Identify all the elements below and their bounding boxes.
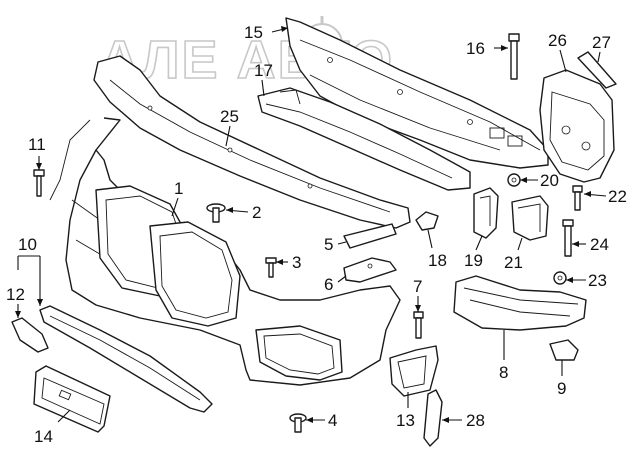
fasteners [33, 33, 583, 433]
part-24-bolt [562, 219, 574, 257]
callout-22: 22 [608, 187, 627, 206]
callout-13: 13 [396, 411, 415, 430]
part-23-nut [553, 271, 567, 285]
callout-16: 16 [466, 39, 485, 58]
part-4-screw [289, 413, 307, 433]
part-6-bracket [343, 257, 397, 283]
part-15-upper-carrier [285, 17, 549, 169]
callout-17: 17 [254, 61, 273, 80]
callout-12: 12 [6, 285, 25, 304]
part-7-bolt [413, 311, 424, 339]
part-14-plate-bracket [33, 365, 111, 433]
part-2-screw [206, 203, 226, 223]
callout-9: 9 [557, 379, 566, 398]
bumper-cover [49, 117, 401, 386]
part-9-bracket [549, 339, 579, 361]
callouts: 1 2 3 4 5 6 7 8 9 10 11 12 13 14 15 16 1… [6, 23, 627, 446]
callout-6: 6 [324, 275, 333, 294]
callout-7: 7 [413, 277, 422, 296]
callout-11: 11 [28, 135, 46, 154]
callout-27: 27 [592, 33, 611, 52]
part-13-bracket [389, 345, 439, 397]
callout-2: 2 [252, 203, 261, 222]
callout-14: 14 [34, 427, 53, 446]
callout-25: 25 [220, 107, 239, 126]
arrowheads [15, 26, 591, 423]
callout-26: 26 [548, 31, 567, 50]
part-11-bolt [33, 169, 45, 197]
part-3-screw [265, 257, 277, 278]
callout-4: 4 [328, 411, 337, 430]
part-21-bracket [511, 195, 549, 241]
callout-3: 3 [292, 253, 301, 272]
part-28-strip [423, 389, 443, 447]
callout-19: 19 [464, 251, 483, 270]
part-12-reflector [11, 317, 49, 353]
callout-5: 5 [324, 235, 333, 254]
callout-20: 20 [540, 171, 559, 190]
callout-23: 23 [588, 271, 607, 290]
part-25-upper-trim [93, 55, 411, 229]
part-18-clip [415, 211, 439, 231]
callout-15: 15 [244, 23, 263, 42]
callout-1: 1 [174, 179, 183, 198]
part-10-lower-trim [39, 305, 213, 413]
part-20-nut [507, 173, 521, 187]
part-5-bracket [343, 223, 397, 249]
callout-21: 21 [504, 253, 523, 272]
part-22-bolt [572, 185, 583, 211]
part-27-strip [577, 51, 617, 89]
part-8-side-support [453, 275, 587, 331]
part-16-bolt [508, 33, 520, 80]
part-17-bumper-beam [257, 87, 471, 191]
callout-18: 18 [428, 251, 447, 270]
callout-8: 8 [499, 363, 508, 382]
callout-10: 10 [18, 235, 37, 254]
callout-24: 24 [590, 235, 609, 254]
part-26-side-bracket [539, 69, 615, 183]
callout-28: 28 [466, 411, 485, 430]
part-19-bracket [473, 187, 499, 239]
